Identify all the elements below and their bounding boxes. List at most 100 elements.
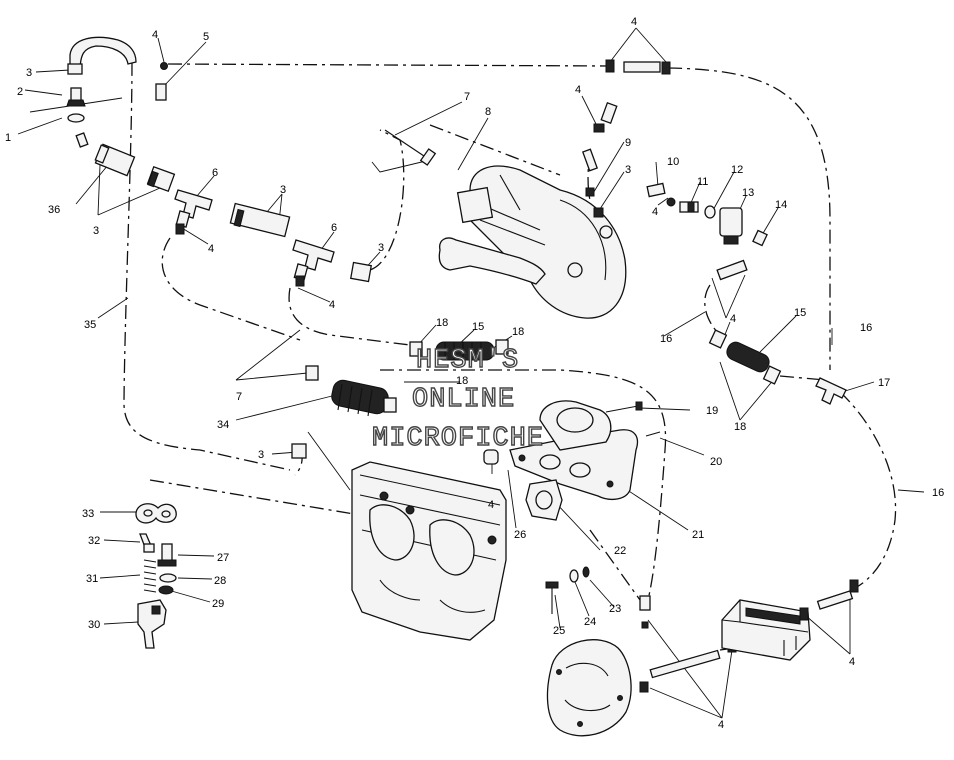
callout-4-top-right: 4 [631,16,637,28]
fitting-2-hex [66,99,86,107]
callout-4-sensor: 4 [575,84,581,96]
watermark-line-2: ONLINE [412,385,515,415]
temp-sensor-4-hex [593,123,605,133]
washer-1 [67,113,85,123]
exhaust-manifold-21 [509,400,639,501]
callout-18-right: 18 [734,421,746,433]
callout-16-top-right: 16 [860,322,872,334]
callout-4-top-left: 4 [152,29,158,41]
bellows-34 [305,365,397,417]
callout-33: 33 [82,508,94,520]
hose-bottom [589,529,736,651]
callout-30: 30 [88,619,100,631]
bolt-25-head [545,581,559,589]
callout-7-top: 7 [464,91,470,103]
hose-16-right [839,391,897,589]
clamp-4-bottom-left [799,607,809,621]
spring-31 [143,559,157,593]
gasket-33 [135,503,177,524]
callout-4-left: 4 [208,243,214,255]
callout-7-left: 7 [236,391,242,403]
gasket-33-hole-b [161,510,171,518]
water-pump-cover [546,595,737,737]
callout-18-mid: 18 [456,375,468,387]
callout-16-right: 16 [932,487,944,499]
clamp-4-left-b [295,275,305,287]
clamp-4-left-a [175,223,185,235]
callout-3-hose36: 3 [93,225,99,237]
callout-4-bottom: 4 [718,719,724,731]
callout-3-right: 3 [378,242,384,254]
callout-4-bottom-right: 4 [849,656,855,668]
callout-27: 27 [217,552,229,564]
hose-7-upper [288,287,411,346]
clamp-4-top-a [605,59,615,73]
callout-4-sleeve: 4 [730,313,736,325]
callout-18-top-left: 18 [436,317,448,329]
callout-21: 21 [692,529,704,541]
watermark: HESM'S ONLINE MICROFICHE [371,345,544,454]
callout-10: 10 [667,156,679,168]
washer-28 [159,573,177,583]
gasket-33-hole-a [143,509,153,517]
callout-4-washer: 4 [652,206,658,218]
bolt-19 [605,405,639,413]
fitting-27-hex [157,559,177,567]
callout-19: 19 [706,405,718,417]
callout-17: 17 [878,377,890,389]
washer-12 [704,205,716,219]
hose-top-long [167,63,831,370]
pipe-8-clamp [419,148,437,166]
callout-15-top: 15 [472,321,484,333]
nipple-fitting [75,132,89,148]
washer-29 [158,585,174,595]
clamp-hose-36 [94,144,110,164]
fitting-4-top [160,62,168,70]
callout-34: 34 [217,419,229,431]
callout-6-right: 6 [331,222,337,234]
clamp-3-mid [233,208,245,228]
callout-31: 31 [86,573,98,585]
fitting-5 [155,83,167,101]
washer-4-right [666,197,676,207]
callout-26: 26 [514,529,526,541]
fitting-9-hex [585,187,595,197]
callout-8: 8 [485,106,491,118]
sensor-13-base [723,235,739,245]
t-fitting-17 [815,377,847,405]
washer-24 [569,569,579,583]
callout-3-mid: 3 [280,184,286,196]
pipe-9 [581,148,599,172]
callout-36: 36 [48,204,60,216]
spring-seat-32 [143,543,155,553]
callout-3-hull: 3 [258,449,264,461]
expansion-chamber [438,165,627,319]
callout-28: 28 [214,575,226,587]
cooling-hoses [123,61,897,651]
bolt-20 [645,431,661,437]
sensor-13 [719,207,743,237]
callout-35: 35 [84,319,96,331]
clamp-3-left [147,170,159,188]
callout-29: 29 [212,598,224,610]
callout-18-top-right: 18 [512,326,524,338]
callout-22: 22 [614,545,626,557]
callout-9: 9 [625,137,631,149]
fitting-3-hex [593,207,604,218]
hose-7-mid [369,124,561,271]
hose-35 [123,61,291,471]
callout-24: 24 [584,616,596,628]
callout-2: 2 [17,86,23,98]
clamp-4-manifold [483,449,499,465]
coupling-3-right [349,261,373,283]
callout-4-mid: 4 [329,299,335,311]
callout-3-elbow: 3 [26,67,32,79]
watermark-line-1: HESM'S [416,346,519,376]
callout-25: 25 [553,625,565,637]
sleeve-4-bottom-right [816,590,854,610]
callout-5: 5 [203,31,209,43]
watermark-line-3: MICROFICHE [372,424,544,454]
callout-1: 1 [5,132,11,144]
elbow-hose [69,36,137,73]
